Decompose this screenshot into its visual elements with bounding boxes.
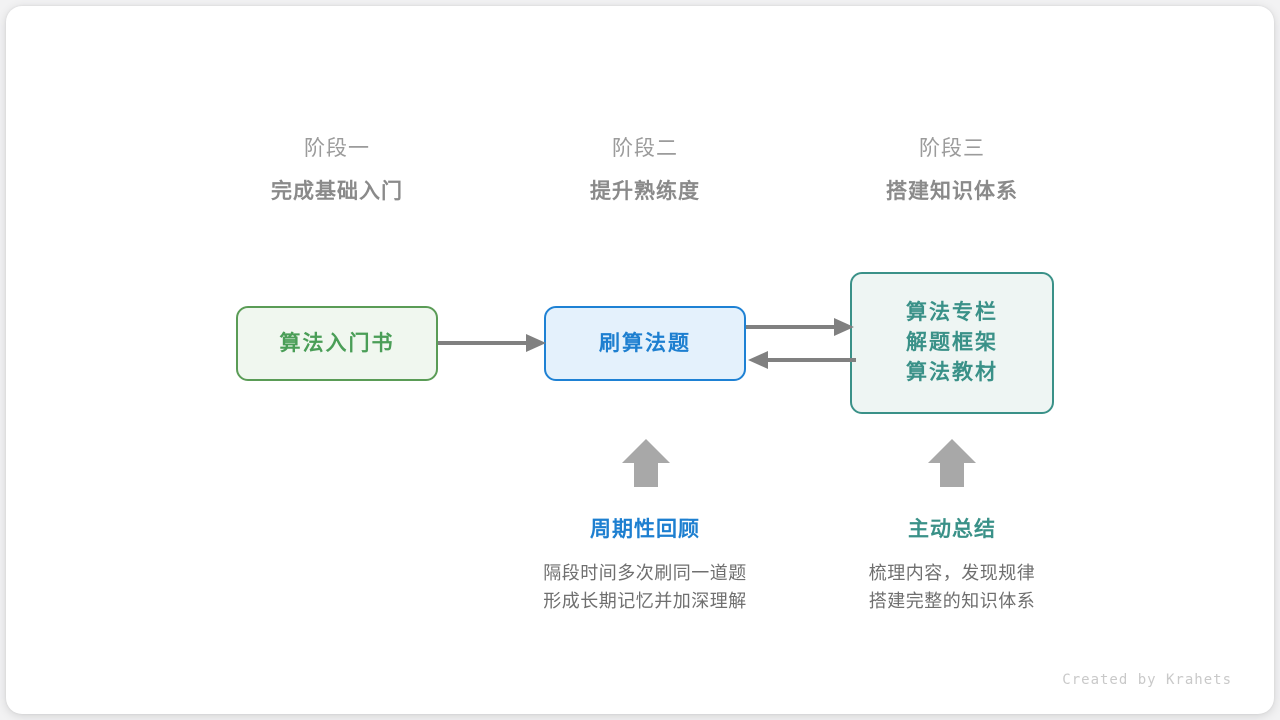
stage-1-index: 阶段一: [304, 137, 370, 160]
diagram-card: 阶段一 完成基础入门 阶段二 提升熟练度 阶段三 搭建知识体系 算法入门书 刷算…: [6, 6, 1274, 714]
stage-2-title: 提升熟练度: [590, 180, 700, 203]
stage-3-index: 阶段三: [919, 137, 985, 160]
note-review-body-line-1: 隔段时间多次刷同一道题: [543, 563, 747, 583]
stage-2-index: 阶段二: [612, 137, 678, 160]
stage-1-title: 完成基础入门: [271, 180, 403, 203]
note-summary-body: 梳理内容，发现规律 搭建完整的知识体系: [802, 560, 1102, 616]
credit-label: Created by Krahets: [1062, 672, 1232, 688]
connector-review-up-arrow: [622, 439, 670, 487]
note-summary-title: 主动总结: [908, 518, 996, 541]
node-algorithm-intro-book[interactable]: 算法入门书: [236, 306, 438, 381]
node-resources-line-1: 算法专栏: [906, 301, 998, 325]
connector-summary-up-arrow: [928, 439, 976, 487]
node-book-line-1: 算法入门书: [279, 331, 395, 355]
node-knowledge-resources[interactable]: 算法专栏 解题框架 算法教材: [850, 272, 1054, 414]
node-resources-line-2: 解题框架: [906, 331, 998, 355]
note-review-title: 周期性回顾: [590, 518, 700, 541]
stage-header-2: 阶段二 提升熟练度: [505, 138, 785, 202]
note-active-summary: 主动总结 梳理内容，发现规律 搭建完整的知识体系: [802, 519, 1102, 616]
stage-3-title: 搭建知识体系: [886, 180, 1018, 203]
connector-resources-to-practice: [748, 351, 856, 369]
node-practice-problems[interactable]: 刷算法题: [544, 306, 746, 381]
note-review-body: 隔段时间多次刷同一道题 形成长期记忆并加深理解: [495, 560, 795, 616]
note-periodic-review: 周期性回顾 隔段时间多次刷同一道题 形成长期记忆并加深理解: [495, 519, 795, 616]
connector-practice-to-resources: [746, 318, 854, 336]
connector-book-to-practice: [438, 334, 546, 352]
note-summary-body-line-2: 搭建完整的知识体系: [868, 590, 1036, 611]
node-practice-line-1: 刷算法题: [599, 331, 691, 355]
note-summary-body-line-1: 梳理内容，发现规律: [868, 563, 1036, 583]
stage-header-3: 阶段三 搭建知识体系: [812, 138, 1092, 202]
stage-header-1: 阶段一 完成基础入门: [197, 138, 477, 202]
note-review-body-line-2: 形成长期记忆并加深理解: [543, 590, 747, 611]
node-resources-line-3: 算法教材: [906, 360, 998, 384]
